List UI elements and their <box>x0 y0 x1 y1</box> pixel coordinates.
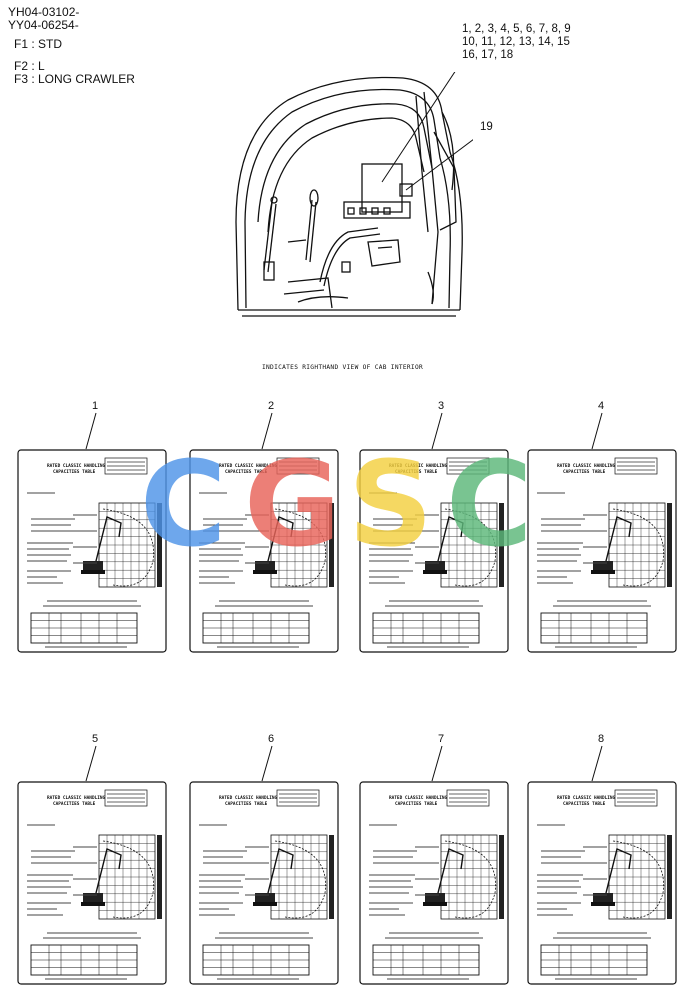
watermark-letter: C <box>140 445 227 555</box>
watermark-letter: C <box>446 445 533 555</box>
callout-list: 1, 2, 3, 4, 5, 6, 7, 8, 9 10, 11, 12, 13… <box>462 23 571 62</box>
watermark-letter: G <box>244 445 341 555</box>
svg-text:RATED CLASSIC HANDLING: RATED CLASSIC HANDLING <box>389 463 448 469</box>
callout-row-1: 1, 2, 3, 4, 5, 6, 7, 8, 9 <box>462 23 571 35</box>
svg-text:CAPACITIES TABLE: CAPACITIES TABLE <box>53 469 96 475</box>
card-number-1: 1 <box>92 400 99 412</box>
callout-19: 19 <box>480 121 493 133</box>
figure-caption: INDICATES RIGHTHAND VIEW OF CAB INTERIOR <box>262 364 424 371</box>
svg-text:CAPACITIES TABLE: CAPACITIES TABLE <box>225 801 268 807</box>
svg-text:RATED CLASSIC HANDLING: RATED CLASSIC HANDLING <box>219 463 278 469</box>
watermark-letter: S <box>348 445 433 555</box>
variant-f1: F1 : STD <box>14 37 63 51</box>
svg-text:RATED CLASSIC HANDLING: RATED CLASSIC HANDLING <box>389 795 448 801</box>
callout-row-3: 16, 17, 18 <box>462 49 514 61</box>
svg-text:CAPACITIES TABLE: CAPACITIES TABLE <box>225 469 268 475</box>
svg-text:CAPACITIES TABLE: CAPACITIES TABLE <box>395 801 438 807</box>
svg-text:CAPACITIES TABLE: CAPACITIES TABLE <box>563 469 606 475</box>
cab-interior-drawing <box>235 72 473 317</box>
svg-text:CAPACITIES TABLE: CAPACITIES TABLE <box>563 801 606 807</box>
card-number-4: 4 <box>598 400 605 412</box>
card-number-7: 7 <box>438 733 445 745</box>
svg-text:RATED CLASSIC HANDLING: RATED CLASSIC HANDLING <box>557 463 616 469</box>
svg-text:RATED CLASSIC HANDLING: RATED CLASSIC HANDLING <box>557 795 616 801</box>
card-number-8: 8 <box>598 733 605 745</box>
card-number-6: 6 <box>268 733 275 745</box>
svg-text:RATED CLASSIC HANDLING: RATED CLASSIC HANDLING <box>47 463 106 469</box>
variant-f2: F2 : L <box>14 59 45 73</box>
serial-range-2: YY04-06254- <box>8 18 79 32</box>
callout-row-2: 10, 11, 12, 13, 14, 15 <box>462 36 570 48</box>
serial-range-1: YH04-03102- <box>8 5 80 19</box>
svg-text:RATED CLASSIC HANDLING: RATED CLASSIC HANDLING <box>47 795 106 801</box>
card-number-3: 3 <box>438 400 445 412</box>
variant-f3: F3 : LONG CRAWLER <box>14 72 135 86</box>
svg-text:CAPACITIES TABLE: CAPACITIES TABLE <box>53 801 96 807</box>
svg-text:CAPACITIES TABLE: CAPACITIES TABLE <box>395 469 438 475</box>
svg-text:RATED CLASSIC HANDLING: RATED CLASSIC HANDLING <box>219 795 278 801</box>
card-number-2: 2 <box>268 400 275 412</box>
card-number-5: 5 <box>92 733 99 745</box>
